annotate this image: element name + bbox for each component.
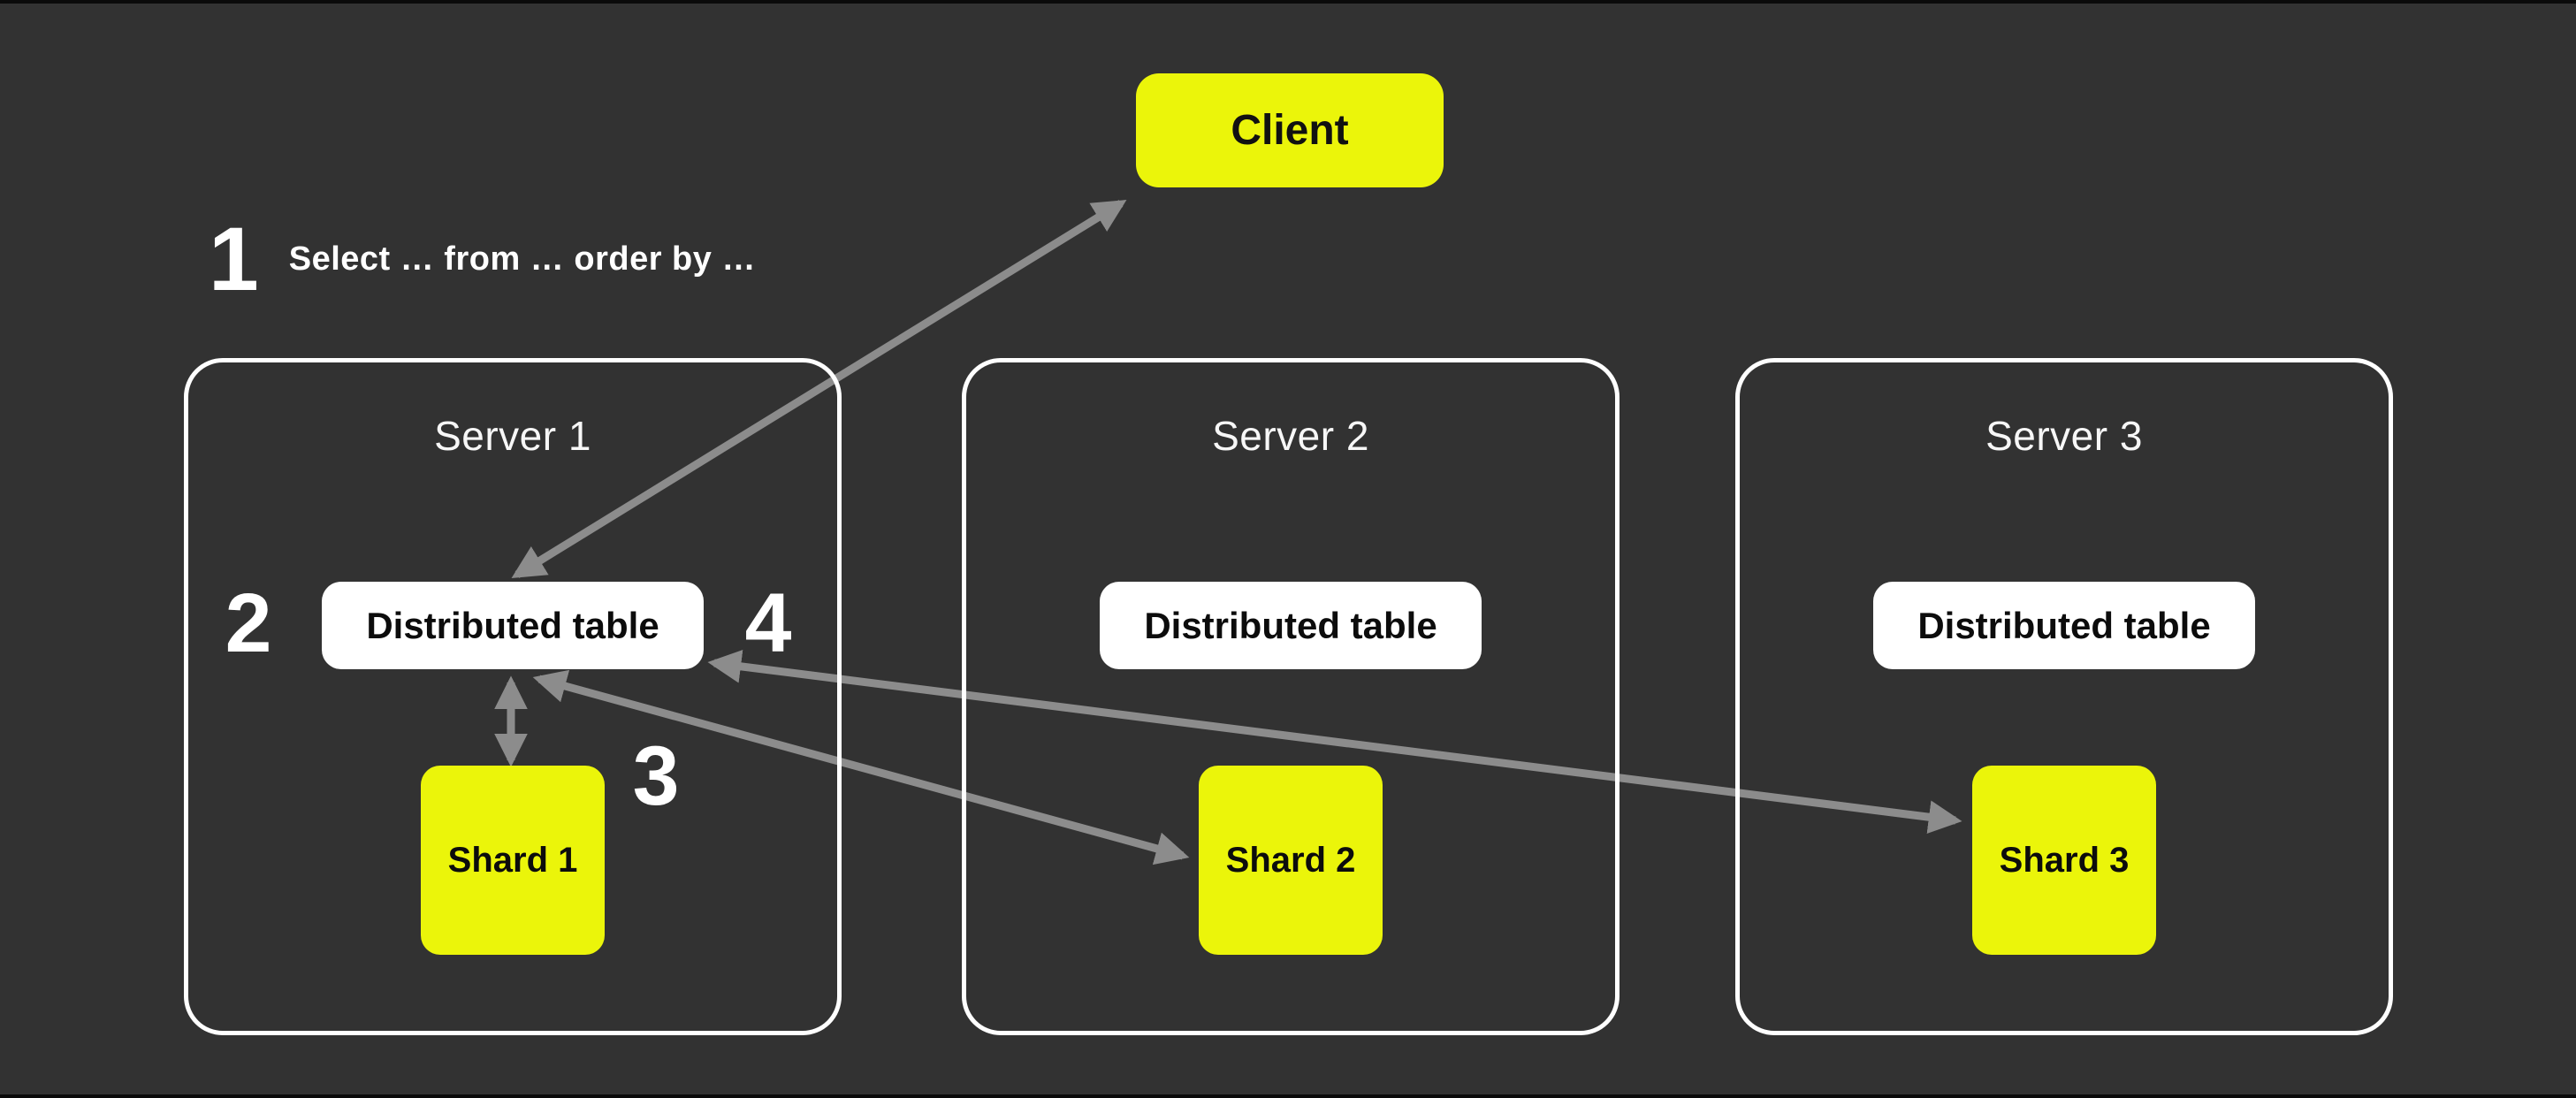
server-3-box: Server 3 Distributed table Shard 3	[1735, 358, 2393, 1035]
server-3-table-label: Distributed table	[1917, 604, 2211, 646]
server-1-table-label: Distributed table	[366, 604, 659, 646]
letterbox-top	[0, 0, 2576, 4]
step-number-3: 3	[632, 729, 680, 823]
server-1-box: Server 1 Distributed table Shard 1	[184, 358, 842, 1035]
server-2-shard: Shard 2	[1199, 766, 1383, 955]
server-2-shard-label: Shard 2	[1225, 840, 1356, 880]
server-3-title: Server 3	[1985, 413, 2143, 459]
step-number-4: 4	[744, 576, 792, 670]
server-2-title: Server 2	[1212, 413, 1369, 459]
server-1-distributed-table: Distributed table	[322, 582, 704, 669]
query-text: Select … from … order by …	[288, 240, 756, 278]
step-number-1: 1	[209, 209, 259, 309]
step-number-2: 2	[225, 576, 272, 670]
server-1-title: Server 1	[434, 413, 591, 459]
client-box: Client	[1136, 73, 1444, 187]
server-3-shard-label: Shard 3	[1999, 840, 2130, 880]
server-2-distributed-table: Distributed table	[1100, 582, 1482, 669]
server-2-box: Server 2 Distributed table Shard 2	[962, 358, 1620, 1035]
letterbox-bottom	[0, 1094, 2576, 1098]
server-1-shard-label: Shard 1	[447, 840, 578, 880]
server-3-shard: Shard 3	[1972, 766, 2156, 955]
server-3-distributed-table: Distributed table	[1873, 582, 2255, 669]
step1-annotation: 1 Select … from … order by …	[209, 210, 756, 308]
client-label: Client	[1231, 107, 1349, 154]
server-2-table-label: Distributed table	[1144, 604, 1437, 646]
server-1-shard: Shard 1	[421, 766, 605, 955]
